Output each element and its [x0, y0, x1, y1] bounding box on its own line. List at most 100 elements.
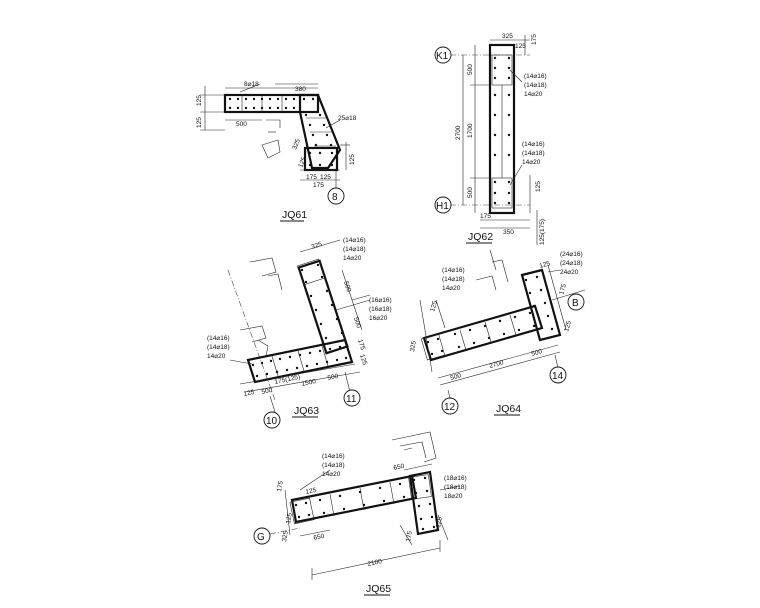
jq61-dim-125e: 125 [320, 174, 331, 181]
jq61-wall-horizontal [223, 93, 320, 114]
jq63-rebar2-c: 16⌀20 [369, 315, 388, 322]
jq63-dim-125a: 125 [358, 353, 368, 366]
jq61-dim-125a: 125 [196, 95, 203, 106]
jq63-axis-bubble-right [343, 389, 361, 407]
jq64-dim-125a: 125 [539, 260, 552, 270]
jq63-dim-500b: 500 [352, 316, 362, 329]
jq62-rebar1-a: (14⌀16) [524, 73, 547, 80]
jq62-axis-top: K1 [436, 51, 449, 62]
jq61-dim-175b: 175 [306, 174, 317, 181]
jq64-axis-left: 12 [444, 402, 456, 413]
jq64-dim-175: 175 [558, 283, 568, 296]
jq62-dim-175: 175 [531, 34, 538, 45]
jq65-title: JQ65 [366, 583, 391, 595]
jq62-rebar2-c: 14⌀20 [522, 159, 541, 166]
jq63-axis-left: 10 [266, 416, 278, 427]
detail-jq64: 12 14 B (14⌀16) (14⌀18) 14⌀20 (24⌀16) (2… [409, 249, 586, 416]
jq63-rebar1-b: (14⌀18) [343, 246, 366, 253]
jq63-dim-500c: 500 [261, 387, 273, 396]
jq63-dim-500a: 500 [342, 280, 352, 293]
jq64-rebar1-a: (14⌀16) [442, 267, 465, 274]
jq64-dim-2700: 2700 [489, 359, 505, 370]
jq64-dim-325: 325 [409, 340, 418, 352]
jq64-axis-bubble-right [549, 366, 567, 384]
jq62-dim-350: 350 [503, 229, 514, 236]
jq65-dim-175b: 175 [405, 530, 414, 542]
jq61-dim-175: 175 [313, 182, 324, 189]
jq65-wall-right [408, 470, 440, 536]
jq61-dim-500: 500 [236, 121, 247, 128]
jq65-rebar1-b: (14⌀18) [322, 462, 345, 469]
jq61-rebar-dots [228, 97, 334, 167]
jq63-dim-125b: 125 [243, 389, 255, 398]
jq61-dim-325: 325 [291, 138, 302, 151]
jq65-rebar2-a: (18⌀16) [444, 475, 467, 482]
jq64-rebar2-b: (24⌀18) [560, 260, 583, 267]
jq63-rebar2-a: (16⌀16) [369, 297, 392, 304]
detail-jq63: 10 11 325 500 500 175 125 175(125) 125 5… [207, 237, 392, 429]
jq61-dim-125b: 125 [196, 117, 203, 128]
detail-jq62: K1 H1 325 125 175 500 1700 2700 [434, 33, 547, 245]
jq63-rebar3-b: (14⌀18) [207, 344, 230, 351]
jq65-rebar1-c: 14⌀20 [322, 471, 341, 478]
detail-jq61: 8⌀18 25⌀18 380 500 125 125 325 125 175 1… [196, 81, 357, 222]
jq65-dim-175: 175 [276, 480, 285, 492]
jq64-rebar1-c: 14⌀20 [442, 285, 461, 292]
jq62-axis-bubble-top [434, 46, 452, 64]
jq65-axis: G [257, 532, 265, 543]
jq62-rebar2-b: (14⌀18) [522, 150, 545, 157]
jq64-rebar2-a: (24⌀16) [560, 251, 583, 258]
jq63-title: JQ63 [294, 405, 319, 417]
jq65-axis-bubble [253, 527, 271, 545]
jq62-rebar1-c: 14⌀20 [524, 91, 543, 98]
jq65-rebar2-c: 18⌀20 [444, 493, 463, 500]
jq63-dim-175: 175 [356, 338, 366, 351]
jq63-wall-horizontal [246, 338, 354, 384]
jq62-dim-175b: 175 [480, 213, 491, 220]
jq62-dim-500a: 500 [467, 64, 474, 75]
jq62-dim-125a: 125 [515, 43, 526, 50]
jq62-rebar1-b: (14⌀18) [524, 82, 547, 89]
jq61-dim-380: 380 [295, 86, 306, 93]
jq63-rebar1-c: 14⌀20 [343, 255, 362, 262]
jq61-axis-label: 8 [332, 192, 338, 203]
jq61-rebar-top-label: 8⌀18 [244, 81, 259, 88]
jq63-rebar1-a: (14⌀16) [343, 237, 366, 244]
jq65-dim-650b: 650 [313, 533, 325, 542]
jq64-title: JQ64 [496, 403, 521, 415]
jq64-axis-b: B [572, 298, 579, 309]
jq63-axis-bubble-left [263, 411, 281, 429]
jq63-dim-325: 325 [310, 241, 323, 251]
jq62-dim-325: 325 [502, 33, 513, 40]
jq62-axis-bottom: H1 [436, 201, 449, 212]
jq62-dim-125b: 125 [535, 181, 542, 192]
jq64-dim-500b: 500 [531, 348, 544, 358]
detail-jq65: G (14⌀16) (14⌀18) 14⌀20 (18⌀16) (18⌀18) … [253, 431, 467, 596]
jq62-dim-1700: 1700 [467, 123, 474, 138]
jq62-dim-bracket: 125(175) [539, 219, 546, 245]
jq64-wall-short [520, 268, 562, 342]
jq65-dim-325: 325 [281, 530, 290, 542]
jq65-dim-125b: 125 [285, 512, 294, 524]
jq63-dim-500d: 500 [327, 373, 339, 382]
jq65-rebar2-b: (18⌀18) [444, 484, 467, 491]
jq62-dim-2700: 2700 [455, 125, 462, 140]
jq65-wall-long [290, 474, 418, 524]
jq63-rebar3-c: 14⌀20 [207, 353, 226, 360]
jq64-dim-500a: 500 [450, 372, 463, 382]
jq65-rebar1-a: (14⌀16) [322, 453, 345, 460]
jq65-dim-650a: 650 [393, 463, 405, 472]
jq62-wall [488, 43, 516, 215]
jq64-rebar2-c: 24⌀20 [560, 269, 579, 276]
jq61-tie-sketch [261, 139, 281, 159]
jq61-title: JQ61 [282, 209, 307, 221]
jq61-rebar-side-label: 25⌀18 [338, 115, 357, 122]
jq63-rebar3-a: (14⌀16) [207, 335, 230, 342]
jq65-dim-125c: 125 [435, 516, 444, 528]
jq63-wall-vertical [297, 259, 349, 355]
jq61-wall-diagonal [298, 93, 342, 170]
jq63-dim-1500: 1500 [301, 378, 317, 388]
jq64-axis-bubble-b [567, 293, 585, 311]
